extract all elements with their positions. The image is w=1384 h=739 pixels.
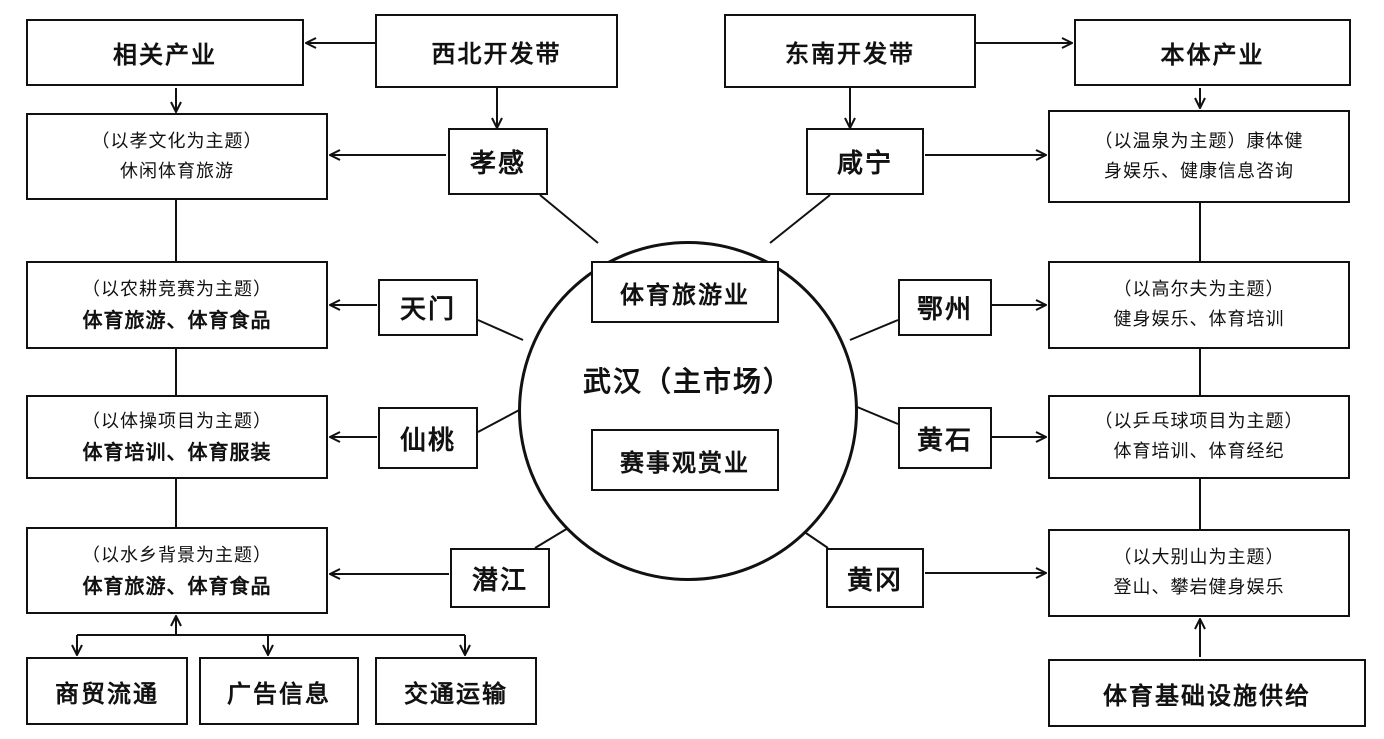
city-label: 天门 — [399, 295, 456, 325]
theme-label: （以水乡背景为主题） — [82, 544, 272, 566]
spoke-huangshi — [849, 403, 899, 425]
right-theme-box-3: （以乒乓球项目为主题） 体育培训、体育经纪 — [1048, 395, 1350, 479]
right-theme-box-2: （以高尔夫为主题） 健身娱乐、体育培训 — [1048, 261, 1350, 349]
header-related-industry: 相关产业 — [26, 19, 304, 86]
theme-label: （以乒乓球项目为主题） — [1094, 411, 1304, 432]
spoke-ezhou — [849, 319, 899, 341]
transport-label: 交通运输 — [404, 679, 508, 708]
spoke-xiantao — [477, 407, 524, 433]
city-box-huangshi: 黄石 — [898, 407, 992, 469]
city-label: 黄冈 — [846, 565, 903, 596]
core-industry-label: 本体产业 — [1160, 41, 1265, 69]
inner-top-label: 体育旅游业 — [620, 280, 750, 309]
city-box-qianjiang: 潜江 — [450, 548, 550, 608]
city-label: 孝感 — [469, 149, 526, 179]
theme-content: 休闲体育旅游 — [120, 160, 234, 182]
theme-content: 体育旅游、体育食品 — [82, 308, 272, 332]
theme-label: （以农耕竞赛为主题） — [82, 279, 272, 300]
theme-content: 健身娱乐、体育培训 — [1113, 309, 1285, 330]
commerce-label: 商贸流通 — [55, 679, 159, 708]
related-industry-label: 相关产业 — [113, 41, 217, 69]
theme-label: （以大别山为主题） — [1113, 547, 1285, 568]
city-box-ezhou: 鄂州 — [898, 279, 992, 336]
theme-content: 体育培训、体育经纪 — [1113, 441, 1285, 462]
infrastructure-label: 体育基础设施供给 — [1103, 681, 1311, 710]
northwest-belt-label: 西北开发带 — [431, 39, 562, 68]
advertising-label: 广告信息 — [227, 679, 331, 708]
city-label: 潜江 — [471, 565, 528, 596]
left-theme-box-4: （以水乡背景为主题） 体育旅游、体育食品 — [26, 527, 328, 614]
center-label: 武汉（主市场） — [582, 365, 793, 398]
header-northwest-belt: 西北开发带 — [375, 14, 618, 88]
inner-box-event-viewing: 赛事观赏业 — [591, 429, 779, 491]
box-commerce: 商贸流通 — [26, 657, 188, 725]
box-transport: 交通运输 — [375, 657, 537, 725]
theme-content: 体育旅游、体育食品 — [82, 573, 272, 598]
theme-label: （以体操项目为主题） — [82, 411, 272, 432]
box-advertising: 广告信息 — [199, 657, 359, 725]
box-infrastructure: 体育基础设施供给 — [1048, 659, 1366, 727]
theme-content: 身娱乐、健康信息咨询 — [1104, 160, 1294, 182]
header-core-industry: 本体产业 — [1074, 19, 1351, 86]
city-label: 咸宁 — [836, 149, 893, 179]
city-box-xiantao: 仙桃 — [378, 407, 478, 469]
inner-box-sports-tourism: 体育旅游业 — [591, 261, 779, 323]
city-label: 鄂州 — [916, 295, 973, 325]
spoke-xianning — [769, 194, 831, 244]
right-theme-box-4: （以大别山为主题） 登山、攀岩健身娱乐 — [1048, 529, 1350, 617]
right-theme-box-1: （以温泉为主题）康体健 身娱乐、健康信息咨询 — [1048, 110, 1350, 203]
theme-label: （以温泉为主题）康体健 — [1094, 130, 1304, 152]
inner-bottom-label: 赛事观赏业 — [620, 448, 750, 477]
spoke-xiaogan — [539, 194, 599, 244]
spoke-tianmen — [477, 319, 524, 341]
city-box-huanggang: 黄冈 — [826, 548, 924, 608]
theme-content: 体育培训、体育服装 — [82, 440, 272, 464]
header-southeast-belt: 东南开发带 — [724, 14, 976, 88]
city-box-xianning: 咸宁 — [806, 128, 924, 195]
left-theme-box-1: （以孝文化为主题） 休闲体育旅游 — [26, 113, 328, 200]
theme-content: 登山、攀岩健身娱乐 — [1113, 577, 1285, 598]
theme-label: （以孝文化为主题） — [91, 130, 263, 152]
city-box-xiaogan: 孝感 — [448, 128, 548, 195]
southeast-belt-label: 东南开发带 — [785, 39, 915, 68]
left-theme-box-3: （以体操项目为主题） 体育培训、体育服装 — [26, 395, 328, 479]
theme-label: （以高尔夫为主题） — [1113, 279, 1285, 300]
city-label: 仙桃 — [399, 425, 456, 456]
left-theme-box-2: （以农耕竞赛为主题） 体育旅游、体育食品 — [26, 261, 328, 349]
city-box-tianmen: 天门 — [378, 279, 478, 336]
city-label: 黄石 — [916, 425, 973, 456]
